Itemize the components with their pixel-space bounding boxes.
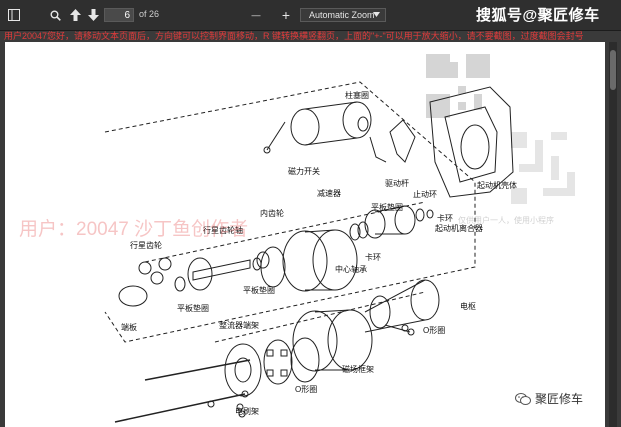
label-o-ring-right: O形圈 xyxy=(423,326,446,335)
label-planetary-gear: 行星齿轮 xyxy=(130,241,162,250)
label-snap-ring-mid: 卡环 xyxy=(365,253,381,262)
zoom-select-label: Automatic Zoom xyxy=(309,10,375,20)
usage-notice: 用户20047您好，请移动文本页面后，方向键可以控制界面移动，R 键转换横竖翻页… xyxy=(4,31,584,41)
planetary-gear-part xyxy=(138,261,152,275)
brush-holder-part xyxy=(263,339,293,385)
label-drive-lever: 驱动杆 xyxy=(385,179,409,188)
label-plunger-ring: 柱塞圈 xyxy=(345,91,369,100)
brand-watermark: 搜狐号@聚匠修车 xyxy=(476,7,600,24)
commutator-end-frame-part xyxy=(224,343,262,397)
drive-lever-part xyxy=(389,119,416,163)
label-planetary-shaft: 行星齿轮轴 xyxy=(203,226,243,235)
label-reducer: 减速器 xyxy=(317,189,341,198)
label-commutator-end-frame: 整流器端架 xyxy=(219,321,259,330)
label-flat-washer-mid: 平板垫圈 xyxy=(243,286,275,295)
o-ring-right-part xyxy=(369,295,391,329)
vertical-scrollbar[interactable] xyxy=(609,42,617,427)
label-end-plate: 端板 xyxy=(121,323,137,332)
search-icon[interactable] xyxy=(47,7,63,23)
document-page: 柱塞圈 磁力开关 驱动杆 起动机壳体 减速器 内齿轮 平板垫圈 止动环 卡环 起… xyxy=(5,42,605,427)
sidebar-toggle-icon[interactable] xyxy=(6,7,22,23)
label-flat-washer-top: 平板垫圈 xyxy=(371,203,403,212)
page-total-label: of 26 xyxy=(139,9,160,19)
user-watermark: 用户：20047 沙丁鱼创作者 xyxy=(19,219,249,240)
label-magnetic-switch: 磁力开关 xyxy=(288,167,320,176)
internal-gear-part xyxy=(260,246,286,288)
wechat-watermark: 聚匠修车 xyxy=(515,390,583,407)
end-plate-part xyxy=(118,285,148,307)
scrollbar-thumb[interactable] xyxy=(610,50,616,90)
label-armature: 电枢 xyxy=(460,302,476,311)
magnetic-switch-part xyxy=(263,101,372,154)
starter-housing-part xyxy=(429,86,514,198)
label-brush-holder: 电刷架 xyxy=(235,407,259,416)
reducer-part xyxy=(282,229,358,292)
wechat-label: 聚匠修车 xyxy=(535,392,584,406)
next-page-button[interactable] xyxy=(85,7,101,23)
label-internal-gear: 内齿轮 xyxy=(260,209,284,218)
label-o-ring-mid: O形圈 xyxy=(295,385,318,394)
label-starter-clutch: 起动机离合器 xyxy=(435,224,483,233)
wechat-icon xyxy=(515,392,531,405)
chevron-down-icon xyxy=(373,12,380,17)
zoom-out-button[interactable]: — xyxy=(251,10,261,20)
label-center-bearing: 中心轴承 xyxy=(335,265,367,274)
zoom-select[interactable]: Automatic Zoom xyxy=(300,8,386,22)
usage-watermark-note: 仅供用户一人，使用小程序 xyxy=(458,216,554,225)
zoom-in-button[interactable]: + xyxy=(281,7,291,23)
pdf-toolbar: of 26 — + Automatic Zoom 搜狐号@聚匠修车 xyxy=(0,0,621,31)
label-flat-washer-left: 平板垫圈 xyxy=(177,304,209,313)
field-frame-part xyxy=(292,309,373,372)
plunger-ring-part xyxy=(357,116,369,132)
previous-page-button[interactable] xyxy=(67,7,83,23)
label-field-frame: 磁场框架 xyxy=(342,365,374,374)
o-ring-mid-part xyxy=(290,337,320,383)
label-stop-ring: 止动环 xyxy=(413,190,437,199)
starter-exploded-diagram xyxy=(104,81,514,423)
qr-code-watermark xyxy=(426,54,490,118)
starter-clutch-part xyxy=(364,205,416,239)
planetary-shaft-part xyxy=(187,257,251,291)
qr-code-watermark-large xyxy=(511,132,575,204)
label-snap-ring-right: 卡环 xyxy=(437,214,453,223)
page-number-input[interactable] xyxy=(104,8,134,22)
label-starter-housing: 起动机壳体 xyxy=(477,181,517,190)
